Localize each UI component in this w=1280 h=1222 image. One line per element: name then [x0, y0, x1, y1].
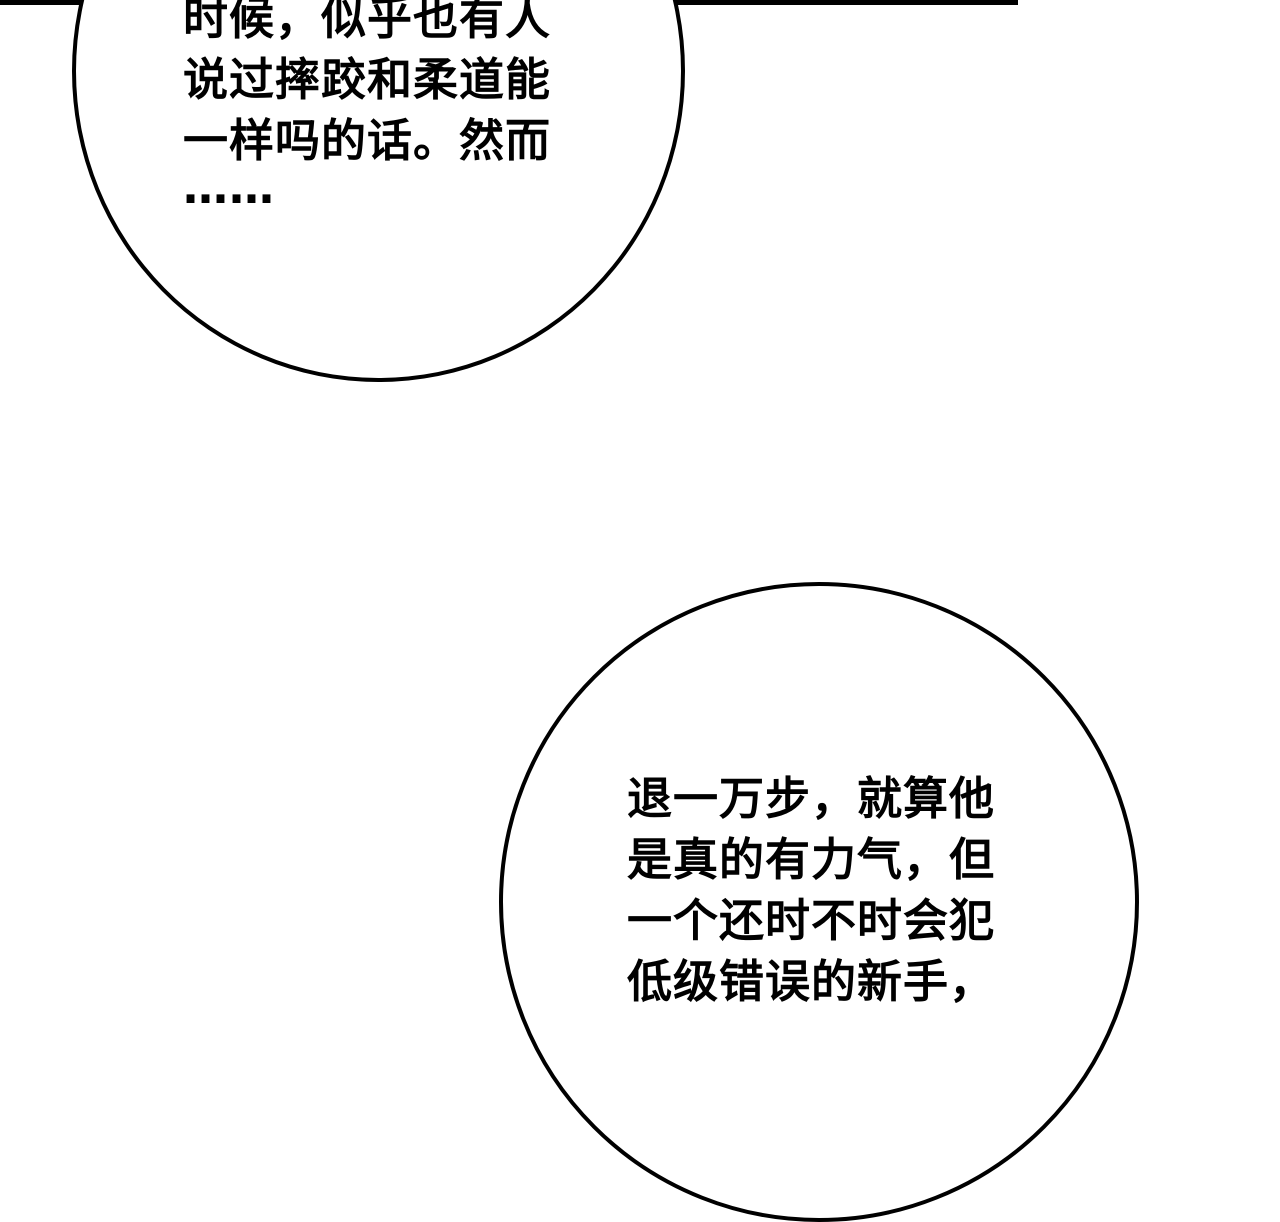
speech-line: 低级错误的新手， — [627, 955, 996, 1008]
speech-line: 一样吗的话。然而 — [183, 114, 552, 167]
speech-line: …… — [183, 161, 275, 214]
panel-border-right — [676, 0, 1018, 5]
speech-line: 是真的有力气，但 — [627, 833, 996, 886]
speech-line: 说过摔跤和柔道能 — [183, 53, 552, 106]
panel-border-left — [0, 0, 82, 5]
speech-line: 一个还时不时会犯 — [627, 894, 996, 947]
speech-text-2: 退一万步，就算他 是真的有力气，但 一个还时不时会犯 低级错误的新手， — [627, 768, 995, 1012]
speech-line: 时候，似乎也有人 — [183, 0, 552, 45]
speech-line: 退一万步，就算他 — [627, 772, 996, 825]
speech-text-1: 时候，似乎也有人 说过摔跤和柔道能 一样吗的话。然而 …… — [183, 0, 551, 218]
